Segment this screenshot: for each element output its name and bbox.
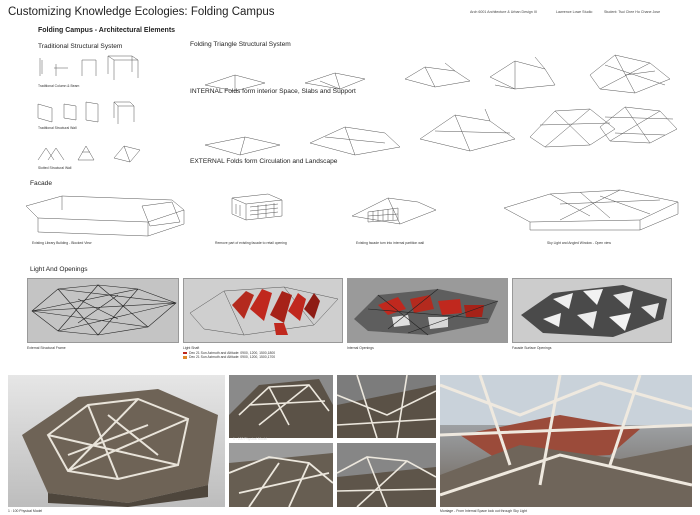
caption-facade-existing: Existing Library Building - Blocked View	[32, 241, 92, 245]
external-folds-heading: EXTERNAL Folds form Circulation and Land…	[190, 158, 338, 165]
page-title: Customizing Knowledge Ecologies: Folding…	[8, 6, 275, 18]
legend-item-1200: Dec 21 Sun Azimuth and Altitude: 0900, 1…	[183, 351, 275, 355]
caption-physical-model: 1 : 100 Physical Model	[8, 509, 43, 513]
structural-frame-render	[27, 278, 179, 343]
caption-model-small: 1 : 100 Physical Model	[233, 437, 268, 441]
caption-facade-remove: Remove part of existing facade to retail…	[215, 241, 287, 245]
facade-surface-render	[512, 278, 672, 343]
studio-label: Lawrence Lowe Studio	[556, 10, 593, 14]
folding-triangle-drawings	[204, 54, 671, 94]
caption-internal-openings: Internal Openings	[347, 346, 374, 350]
facade-remove-drawing	[231, 193, 283, 221]
montage-photo	[440, 375, 692, 507]
caption-facade-surface: Facade Surface Openings	[512, 346, 552, 350]
caption-facade-skylight: Sky Light and Angled Window - Open view	[547, 241, 611, 245]
caption-light-shaft: Light Shaft	[183, 346, 200, 350]
facade-skylight-drawing	[503, 189, 679, 231]
caption-column-beam: Traditional Column & Beam	[38, 84, 80, 88]
course-label: Arch 6001 Architecture & Urban Design II…	[470, 10, 537, 14]
legend-swatch-orange	[183, 356, 187, 359]
column-beam-drawing	[39, 55, 139, 80]
sun-legend: Dec 21 Sun Azimuth and Altitude: 0900, 1…	[183, 351, 275, 360]
legend-swatch-red	[183, 351, 187, 355]
traditional-heading: Traditional Structural System	[38, 43, 123, 50]
model-detail-photo-2	[229, 443, 333, 507]
caption-facade-partition: Existing facade turn into internal parti…	[356, 241, 425, 245]
internal-folds-drawings	[204, 106, 678, 156]
model-detail-photo-4	[337, 443, 436, 507]
physical-model-photo	[8, 375, 225, 507]
slotted-wall-drawing	[37, 145, 141, 163]
internal-folds-heading: INTERNAL Folds form interior Space, Slab…	[190, 88, 356, 95]
student-label: Student: Tsui Chee Ho Chane Jose	[604, 10, 661, 14]
facade-existing-drawing	[25, 195, 185, 237]
caption-montage: Montage - From Internal Space look out t…	[440, 509, 528, 513]
legend-label-1200: Dec 21 Sun Azimuth and Altitude: 0900, 1…	[189, 351, 276, 355]
legend-item-1700: Dec 21 Sun Azimuth and Altitude: 0900, 1…	[183, 355, 275, 359]
caption-structural-frame: External Structural Frame	[27, 346, 66, 350]
facade-heading: Facade	[30, 180, 52, 187]
light-openings-heading: Light And Openings	[30, 266, 88, 273]
legend-label-1700: Dec 21 Sun Azimuth and Altitude: 0900, 1…	[189, 355, 276, 360]
internal-openings-render	[347, 278, 508, 343]
facade-partition-drawing	[351, 197, 437, 225]
architectural-elements-heading: Folding Campus - Architectural Elements	[38, 27, 176, 34]
model-detail-photo-1	[229, 375, 333, 438]
light-shaft-render	[183, 278, 343, 343]
structural-wall-drawing	[37, 101, 135, 124]
folding-triangle-heading: Folding Triangle Structural System	[190, 41, 291, 48]
model-detail-photo-3	[337, 375, 436, 438]
caption-slotted-wall: Slotted Structural Wall	[38, 166, 72, 170]
caption-structural-wall: Traditional Structural Wall	[38, 126, 77, 130]
